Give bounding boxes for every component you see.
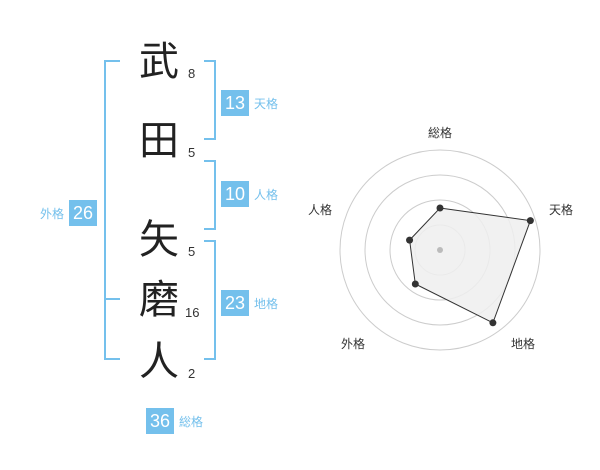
- name-char-5: 人: [139, 339, 179, 385]
- chikaku-value: 23: [221, 290, 250, 316]
- stroke-count-5: 2: [188, 366, 196, 381]
- radar-axis-label-1: 総格: [428, 126, 453, 140]
- tenkaku-label: 天格: [254, 96, 279, 111]
- tenkaku-score: 13 天格: [221, 90, 278, 116]
- stroke-count-4: 16: [185, 305, 200, 320]
- gaikaku-bracket-joint: [104, 298, 120, 300]
- gaikaku-bracket: [104, 60, 120, 360]
- radar-axis-label-3: 地格: [511, 337, 536, 351]
- chikaku-label: 地格: [254, 296, 279, 311]
- name-char-2: 田: [139, 118, 179, 164]
- jinkaku-score: 10 人格: [221, 181, 278, 207]
- gaikaku-label: 外格: [40, 206, 65, 221]
- chikaku-score: 23 地格: [221, 290, 278, 316]
- name-char-3: 矢: [139, 217, 179, 263]
- radar-axis-label-5: 人格: [308, 203, 333, 217]
- radar-point: [489, 319, 497, 327]
- gaikaku-value: 26: [69, 200, 98, 226]
- tenkaku-bracket: [204, 60, 216, 140]
- name-char-1: 武: [139, 39, 179, 85]
- stroke-count-1: 8: [188, 66, 196, 81]
- radar-polygon: [409, 207, 532, 324]
- chikaku-bracket: [204, 240, 216, 360]
- radar-center: [437, 247, 443, 253]
- radar-axis-label-2: 天格: [549, 203, 574, 217]
- name-char-4: 磨: [139, 277, 179, 323]
- jinkaku-label: 人格: [254, 187, 279, 202]
- stroke-count-2: 5: [188, 145, 196, 160]
- jinkaku-bracket: [204, 160, 216, 230]
- radar-axis-label-4: 外格: [341, 337, 366, 351]
- tenkaku-value: 13: [221, 90, 250, 116]
- radar-ring: [339, 149, 541, 351]
- soukaku-label: 総格: [179, 414, 204, 429]
- jinkaku-value: 10: [221, 181, 250, 207]
- radar-point: [406, 236, 414, 244]
- stroke-count-3: 5: [188, 244, 196, 259]
- radar-point: [436, 204, 444, 212]
- soukaku-score: 36 総格: [146, 408, 203, 434]
- radar-point: [411, 280, 419, 288]
- soukaku-value: 36: [146, 408, 175, 434]
- radar-point: [526, 217, 534, 225]
- gaikaku-score: 外格 26: [40, 200, 98, 226]
